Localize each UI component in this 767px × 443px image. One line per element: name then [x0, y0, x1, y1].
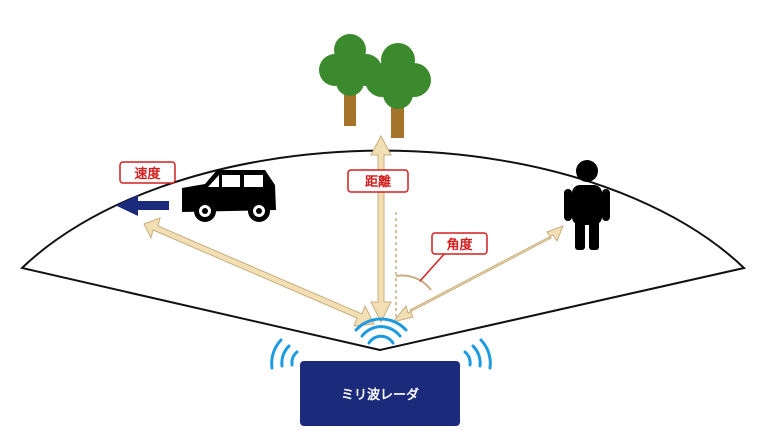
speed-label: 速度: [119, 161, 176, 184]
radar-device: ミリ波レーダ: [300, 361, 460, 426]
speed-label-text: 速度: [134, 166, 161, 182]
double-arrow-tree: [370, 134, 392, 324]
person-icon: [564, 160, 610, 250]
double-arrow-car: [143, 217, 375, 327]
angle-arc: [395, 274, 432, 291]
left-arrow-icon: [116, 195, 169, 216]
tree-icon: [365, 43, 431, 138]
car-icon: [182, 170, 276, 222]
angle-pointer-line: [419, 251, 447, 282]
distance-label: 距離: [347, 169, 409, 193]
angle-label: 角度: [431, 232, 488, 255]
radar-wave-icon: [270, 338, 299, 370]
angle-label-text: 角度: [446, 237, 473, 253]
radar-wave-icon: [463, 338, 492, 370]
radar-label: ミリ波レーダ: [341, 387, 419, 403]
radar-wave-icon: [354, 317, 408, 345]
distance-label-text: 距離: [365, 174, 391, 190]
